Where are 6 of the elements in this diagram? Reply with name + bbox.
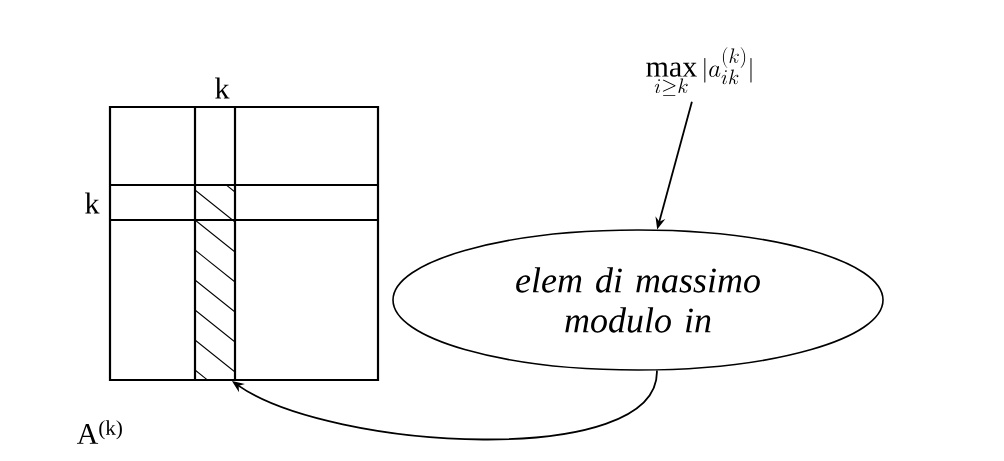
index-label: k <box>215 77 230 99</box>
ellipse-bubble: elem di massimo modulo in <box>392 229 884 371</box>
formula: $\max_{i\geq k} |a^{(k)}_{ik}|$ <box>646 47 752 96</box>
index-label: A$^{(k)}$ <box>77 420 122 444</box>
matrix-drawing <box>108 105 380 382</box>
index-label: k <box>85 192 100 214</box>
